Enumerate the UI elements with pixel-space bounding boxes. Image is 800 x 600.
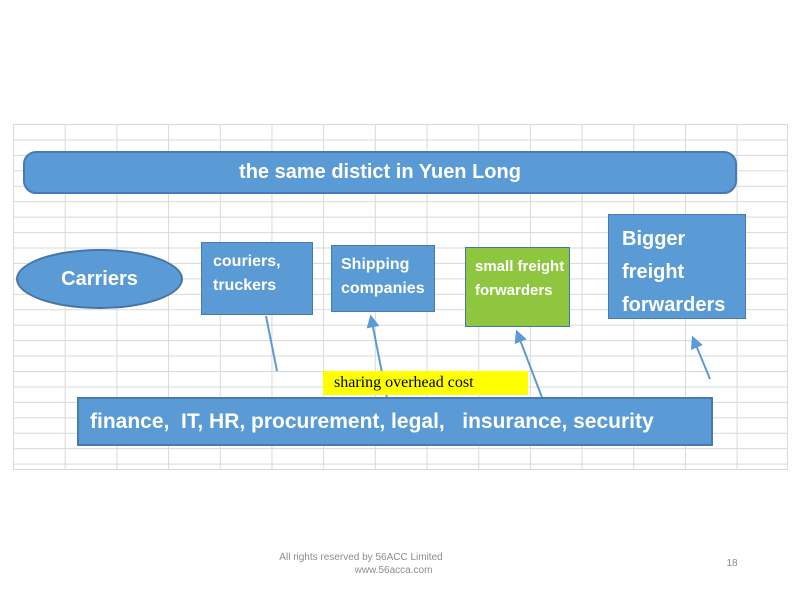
shared-services-label: finance, IT, HR, procurement, legal, ins…: [90, 409, 654, 433]
district-banner-label: the same distict in Yuen Long: [239, 161, 521, 183]
page-number: 18: [726, 558, 738, 569]
overhead-cost-label: sharing overhead cost: [334, 374, 474, 391]
shared-services-bar: finance, IT, HR, procurement, legal, ins…: [77, 397, 713, 446]
couriers-truckers-box: couriers, truckers: [201, 242, 313, 315]
carriers-ellipse: Carriers: [16, 249, 183, 309]
shipping-companies-label: Shipping companies: [341, 256, 425, 297]
overhead-cost-highlight: sharing overhead cost: [323, 371, 528, 395]
footer-website: www.56acca.com: [354, 565, 433, 576]
carriers-label: Carriers: [61, 267, 138, 290]
bigger-freight-forwarders-label: Bigger freight forwarders: [622, 228, 726, 316]
couriers-truckers-label: couriers, truckers: [213, 253, 281, 294]
small-freight-forwarders-box: small freight forwarders: [465, 247, 570, 327]
district-banner: the same distict in Yuen Long: [23, 151, 737, 194]
small-freight-forwarders-label: small freight forwarders: [475, 258, 565, 299]
shipping-companies-box: Shipping companies: [331, 245, 435, 312]
bigger-freight-forwarders-box: Bigger freight forwarders: [608, 214, 746, 319]
footer-copyright: All rights reserved by 56ACC Limited: [279, 552, 443, 563]
